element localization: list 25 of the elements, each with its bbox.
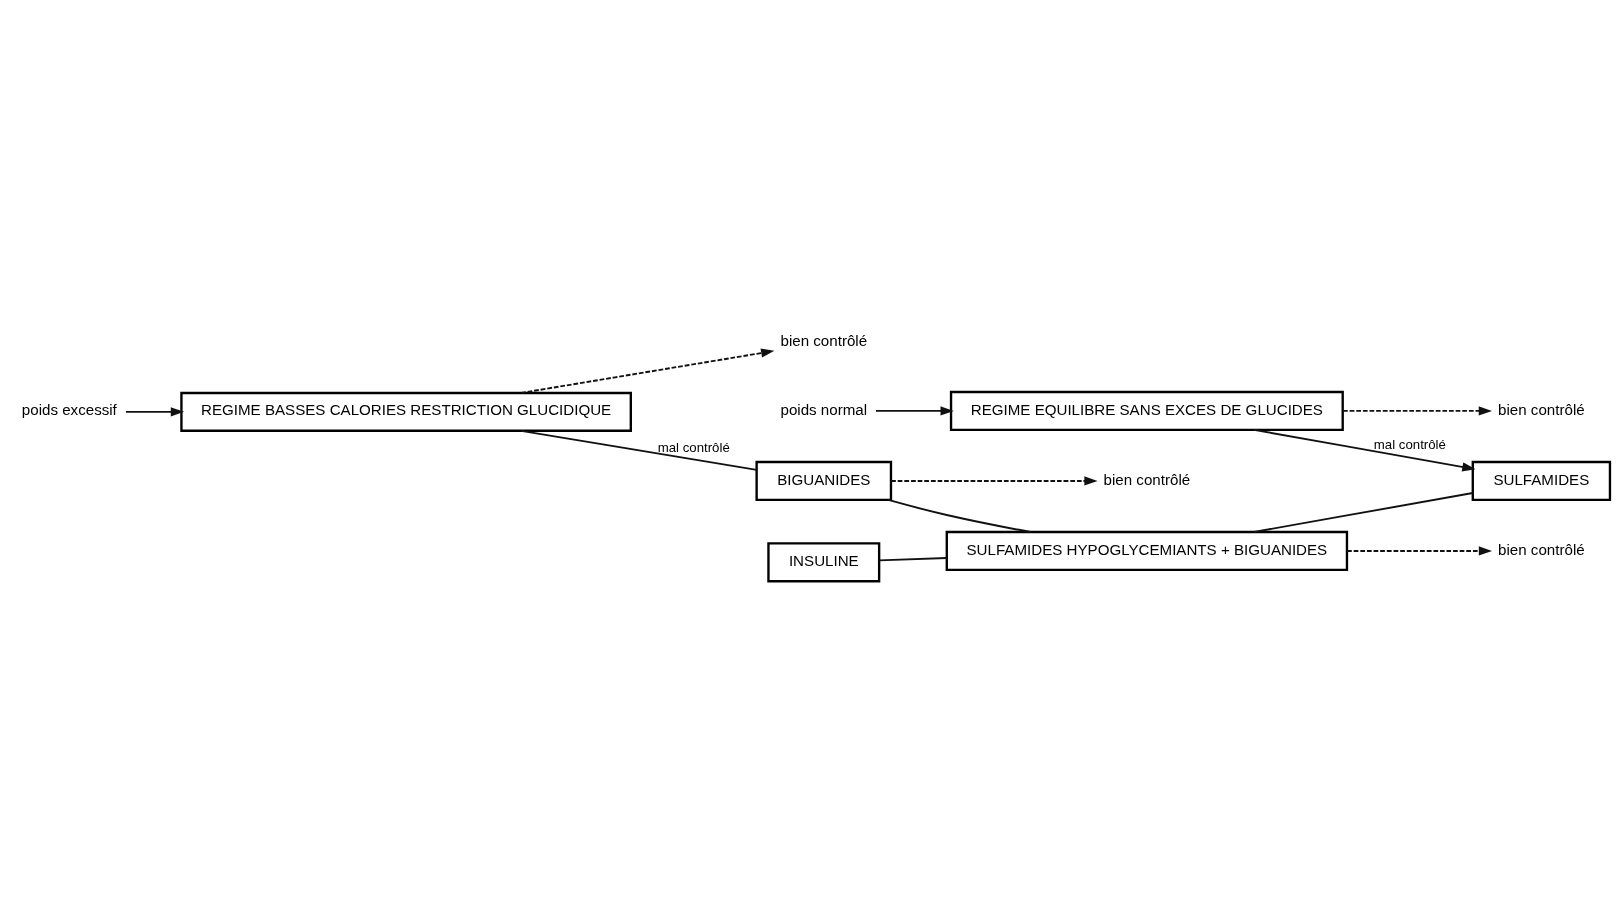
- node-box: INSULINE: [767, 541, 881, 582]
- node-box: REGIME EQUILIBRE SANS EXCES DE GLUCIDES: [949, 390, 1344, 431]
- connector: [878, 556, 948, 561]
- node-box: SULFAMIDES: [1471, 460, 1612, 501]
- node-box: SULFAMIDES HYPOGLYCEMIANTS + BIGUANIDES: [945, 530, 1349, 571]
- edge-label: mal contrôlé: [657, 439, 730, 455]
- connector: [887, 498, 1032, 533]
- connector: [520, 429, 758, 471]
- connector: [1253, 491, 1474, 533]
- arrow: [520, 347, 775, 394]
- arrow: [1346, 545, 1493, 556]
- edge-label: mal contrôlé: [1373, 436, 1446, 452]
- node-text: poids normal: [780, 400, 868, 418]
- arrow: [125, 406, 185, 417]
- node-text: poids excessif: [21, 400, 117, 418]
- arrow: [875, 405, 954, 416]
- arrow: [890, 475, 1098, 486]
- arrow: [1342, 405, 1492, 416]
- node-text: bien contrôlé: [1498, 540, 1585, 558]
- node-text: bien contrôlé: [780, 331, 868, 349]
- arrow: [1253, 428, 1476, 472]
- node-text: bien contrôlé: [1103, 470, 1191, 488]
- node-box: REGIME BASSES CALORIES RESTRICTION GLUCIDIQUE: [180, 391, 632, 432]
- node-box: BIGUANIDES: [755, 460, 893, 501]
- node-text: bien contrôlé: [1498, 400, 1585, 418]
